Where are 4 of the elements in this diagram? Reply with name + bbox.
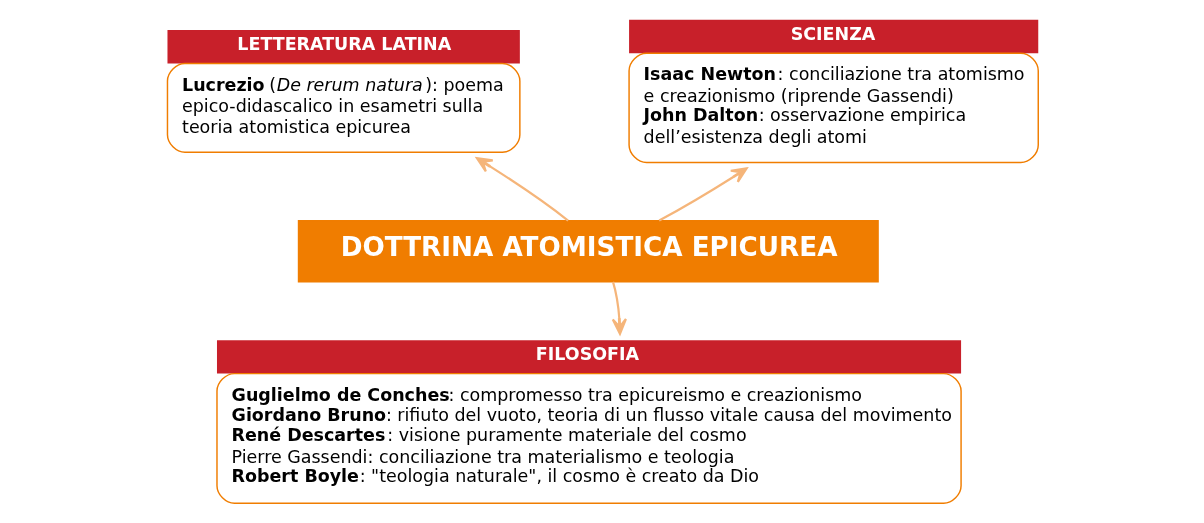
arrow (475, 157, 569, 222)
arrow (611, 281, 627, 335)
node-box: DOTTRINA ATOMISTICA EPICUREA (297, 220, 879, 283)
arrow (658, 167, 748, 222)
